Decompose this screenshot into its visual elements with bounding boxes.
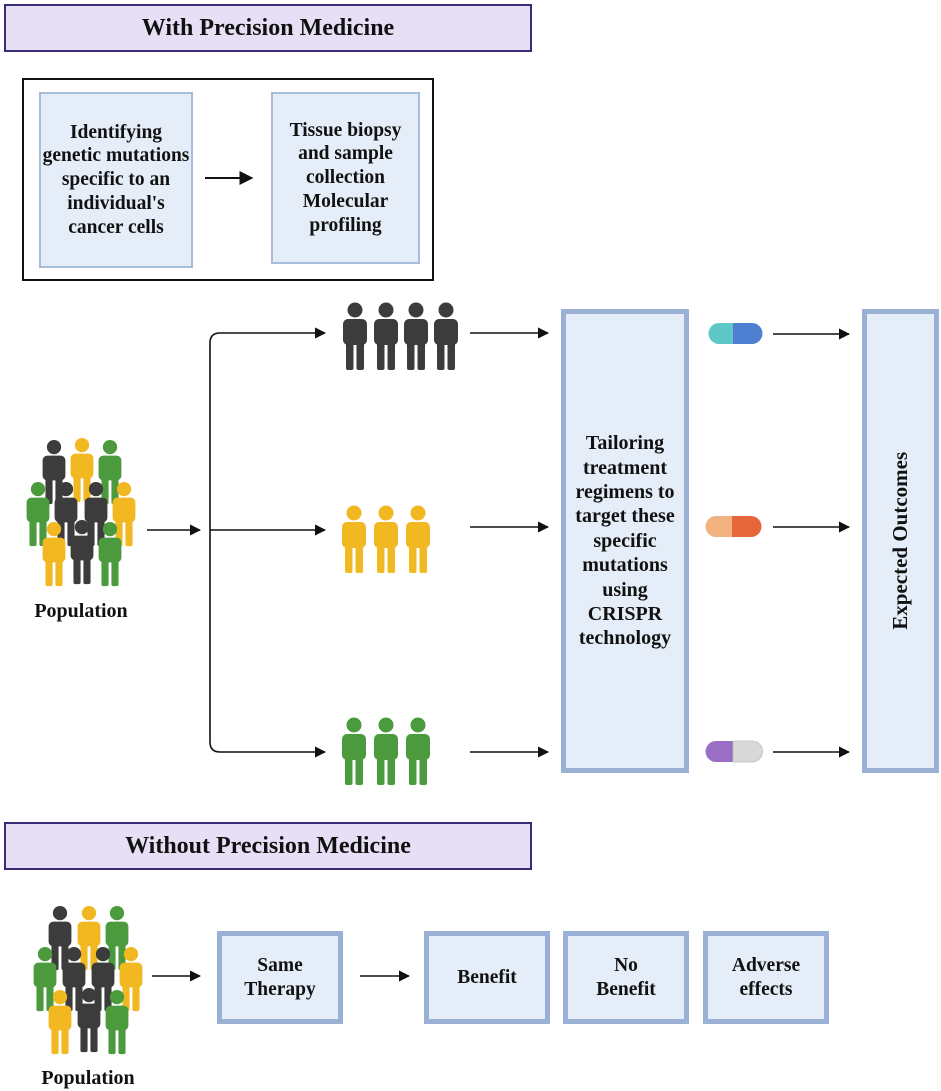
benefit-text: Benefit	[457, 966, 517, 988]
step-identify-mutations-text: Identifying genetic mutations specific t…	[42, 121, 190, 238]
capsule-icon-teal-blue	[708, 323, 763, 344]
process-frame	[22, 78, 434, 281]
tailoring-treatment-box: Tailoring treatment regimens to target t…	[561, 309, 689, 773]
step-tissue-biopsy: Tissue biopsy and sample collection Mole…	[271, 92, 420, 264]
no-benefit-text: No Benefit	[596, 954, 656, 1000]
tailoring-treatment-text: Tailoring treatment regimens to target t…	[575, 432, 675, 650]
capsule-icon-purple-grey	[705, 740, 763, 763]
step-identify-mutations: Identifying genetic mutations specific t…	[39, 92, 193, 268]
population-label-bottom: Population	[41, 1067, 135, 1089]
with-precision-banner: With Precision Medicine	[4, 4, 532, 52]
same-therapy-text: Same Therapy	[244, 954, 316, 1000]
adverse-effects-text: Adverse effects	[731, 954, 801, 1000]
dark-group-people-icon	[343, 302, 458, 370]
without-precision-banner: Without Precision Medicine	[4, 822, 532, 870]
population-crowd-icon-bottom	[33, 905, 143, 1055]
step-tissue-biopsy-text: Tissue biopsy and sample collection Mole…	[289, 119, 402, 236]
same-therapy-box: Same Therapy	[217, 931, 343, 1024]
no-benefit-box: No Benefit	[563, 931, 689, 1024]
population-crowd-icon-top	[26, 437, 136, 587]
green-group-people-icon	[342, 717, 430, 785]
split-bracket	[209, 332, 221, 753]
yellow-group-people-icon	[342, 505, 430, 573]
population-label-top: Population	[34, 600, 128, 622]
adverse-effects-box: Adverse effects	[703, 931, 829, 1024]
capsule-icon-orange	[705, 516, 762, 537]
benefit-box: Benefit	[424, 931, 550, 1024]
expected-outcomes-box: Expected Outcomes	[862, 309, 939, 773]
